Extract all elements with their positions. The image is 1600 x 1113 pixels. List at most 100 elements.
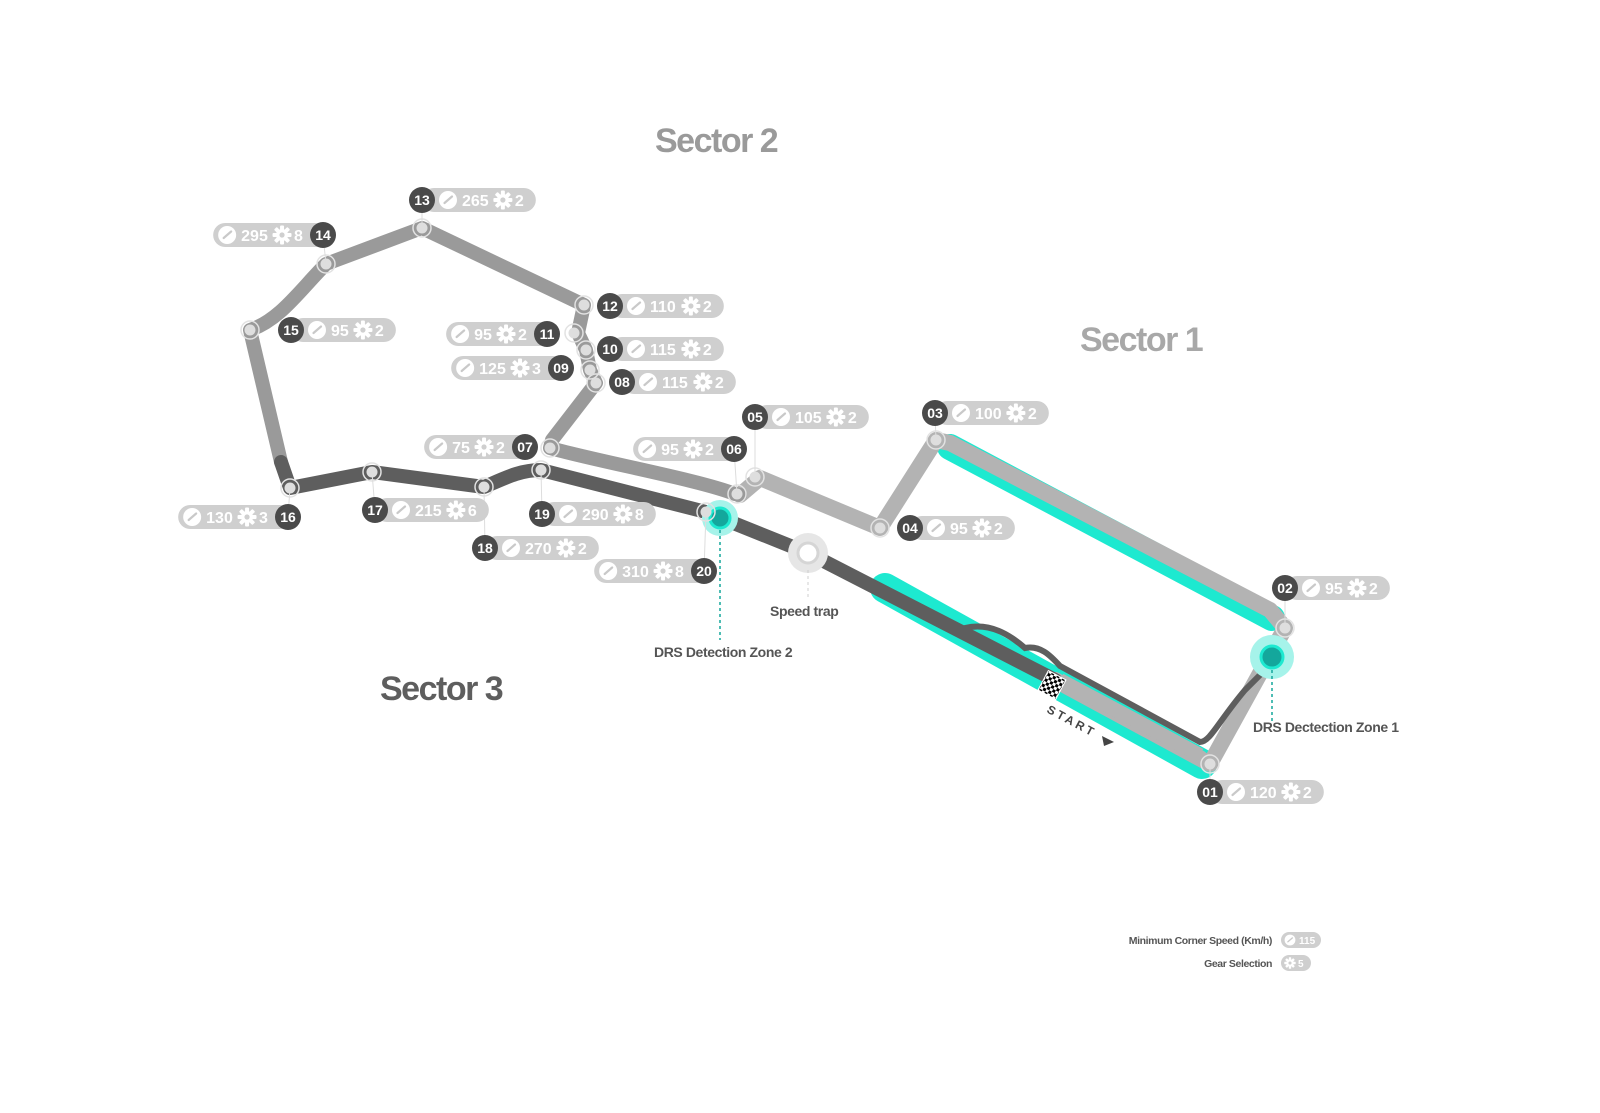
gear-icon: [493, 190, 513, 210]
corner-number-badge: [534, 321, 560, 347]
corner-gear: 8: [294, 228, 303, 245]
corner-number: 15: [283, 322, 299, 338]
legend-speed-example: 115: [1299, 936, 1316, 947]
corner-number-badge: [691, 558, 717, 584]
speed-trap-marker: [788, 533, 828, 598]
corner-min-speed: 95: [474, 327, 492, 344]
speed-trap-label: Speed trap: [770, 603, 838, 619]
direction-arrow-icon: [1102, 736, 1114, 746]
legend-gear-example: 5: [1298, 959, 1304, 970]
sector-3-label: Sector 3: [380, 670, 503, 708]
corner-gear: 2: [705, 442, 714, 459]
corner-min-speed: 120: [1250, 785, 1277, 802]
gear-icon: [474, 437, 494, 457]
corner-number-badge: [1197, 779, 1223, 805]
corner-min-speed: 130: [206, 510, 233, 527]
speed-gauge-icon: [391, 500, 411, 520]
corner-number-badge: [529, 501, 555, 527]
corner-number: 01: [1202, 784, 1218, 800]
corner-min-speed: 110: [650, 299, 676, 316]
speed-gauge-icon: [501, 538, 521, 558]
corner-min-speed: 125: [479, 361, 506, 378]
corner-gear: 8: [635, 507, 644, 524]
speed-gauge-icon: [558, 504, 578, 524]
speed-gauge-icon: [1226, 782, 1246, 802]
corner-node: [574, 295, 594, 315]
corner-number-badge: [548, 355, 574, 381]
corner-badge-04: 95 2 04: [897, 515, 1015, 541]
corner-min-speed: 215: [415, 503, 442, 520]
start-finish-flag: [1037, 669, 1067, 701]
corner-badge-12: 110 2 12: [597, 293, 724, 319]
corner-gear: 2: [496, 440, 505, 457]
corner-min-speed: 75: [452, 440, 470, 457]
gear-icon: [681, 339, 701, 359]
corner-number: 10: [602, 341, 618, 357]
corner-number-badge: [512, 434, 538, 460]
corner-gear: 2: [518, 327, 527, 344]
corner-gear: 2: [994, 521, 1003, 538]
corner-number: 13: [414, 192, 430, 208]
corner-number-badge: [275, 504, 301, 530]
gear-icon: [353, 320, 373, 340]
speed-gauge-icon: [182, 507, 203, 527]
corner-number-badge: [721, 436, 747, 462]
corner-min-speed: 105: [795, 410, 822, 427]
speed-gauge-icon: [626, 296, 646, 316]
corner-number-badge: [409, 187, 435, 213]
corner-min-speed: 100: [975, 406, 1002, 423]
corner-gear: 6: [468, 503, 477, 520]
corner-number: 12: [602, 298, 618, 314]
gear-icon: [693, 372, 713, 392]
corner-gear: 2: [703, 299, 712, 316]
corner-number-badge: [922, 400, 948, 426]
corner-min-speed: 295: [241, 228, 268, 245]
corner-number: 18: [477, 540, 493, 556]
gear-icon: [613, 504, 633, 524]
corner-badge-18: 270 2 18: [472, 535, 599, 561]
speed-gauge-icon: [926, 518, 946, 538]
corner-number-badge: [742, 404, 768, 430]
pit-lane: [962, 623, 1263, 746]
drs-zone-1-label: DRS Dectection Zone 1: [1253, 719, 1399, 735]
corner-number-badge: [1272, 575, 1298, 601]
speed-gauge-icon: [217, 225, 238, 245]
corner-number: 03: [927, 405, 943, 421]
corner-min-speed: 270: [525, 541, 552, 558]
corner-number: 17: [367, 502, 383, 518]
corner-number-badge: [310, 222, 336, 248]
gear-icon: [1284, 957, 1296, 969]
speed-gauge-icon: [438, 190, 458, 210]
corner-gear: 2: [848, 410, 857, 427]
corner-number: 04: [902, 520, 918, 536]
corner-number-badge: [897, 515, 923, 541]
corner-gear: 3: [532, 361, 541, 378]
gear-icon: [446, 500, 466, 520]
corner-number-badge: [362, 497, 388, 523]
corner-badge-17: 215 6 17: [362, 497, 489, 523]
drs-zone-2-label: DRS Detection Zone 2: [654, 644, 793, 660]
corner-node: [240, 320, 260, 340]
speed-gauge-icon: [1301, 578, 1321, 598]
gear-icon: [272, 225, 292, 245]
corner-number: 16: [280, 509, 296, 525]
corner-number-badge: [278, 317, 304, 343]
corner-gear: 2: [578, 541, 587, 558]
corner-number: 05: [747, 409, 763, 425]
corner-min-speed: 115: [650, 342, 676, 359]
gear-icon: [681, 296, 701, 316]
corner-min-speed: 95: [950, 521, 968, 538]
speed-gauge-icon: [638, 372, 658, 392]
gear-icon: [496, 324, 516, 344]
